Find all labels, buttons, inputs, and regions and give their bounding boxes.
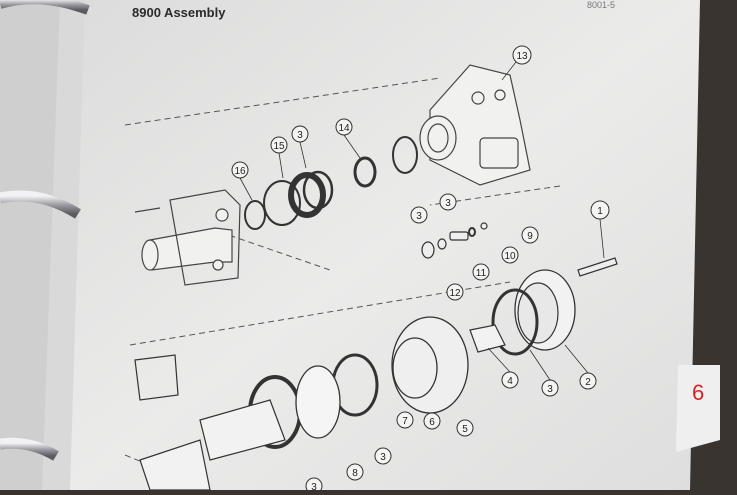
shaft-part [134, 189, 241, 286]
svg-text:9: 9 [527, 231, 533, 242]
section-tab [676, 365, 720, 452]
svg-text:2: 2 [585, 377, 591, 388]
callout-circles [231, 45, 610, 495]
page-title: 8900 Assembly [132, 5, 226, 20]
page-code: 8001-5 [587, 0, 616, 10]
svg-text:3: 3 [380, 452, 386, 463]
seals-upper [244, 136, 418, 230]
svg-text:14: 14 [338, 123, 350, 134]
tab-number: 6 [692, 380, 705, 405]
svg-text:8: 8 [352, 468, 358, 479]
svg-text:16: 16 [234, 166, 246, 177]
end-cap-part [469, 269, 576, 356]
svg-text:4: 4 [507, 376, 513, 387]
svg-text:13: 13 [516, 51, 528, 62]
valve-parts [421, 222, 488, 259]
svg-text:11: 11 [476, 268, 487, 279]
housing-part [419, 64, 531, 186]
svg-text:15: 15 [273, 141, 285, 152]
svg-text:1: 1 [597, 206, 603, 217]
lower-shaft-part [134, 354, 286, 491]
rotor-part [248, 316, 469, 449]
manual-page [70, 0, 700, 490]
binder-ring-icon [0, 0, 90, 461]
pin-part [577, 257, 618, 277]
svg-text:3: 3 [547, 384, 553, 395]
svg-text:5: 5 [462, 424, 468, 435]
svg-text:3: 3 [416, 211, 422, 222]
svg-text:3: 3 [297, 130, 303, 141]
leader-lines [239, 61, 605, 381]
svg-text:7: 7 [402, 416, 408, 427]
svg-text:10: 10 [504, 251, 516, 262]
svg-text:6: 6 [429, 417, 435, 428]
svg-text:3: 3 [445, 198, 451, 209]
svg-text:3: 3 [311, 482, 317, 490]
svg-text:12: 12 [449, 288, 461, 299]
